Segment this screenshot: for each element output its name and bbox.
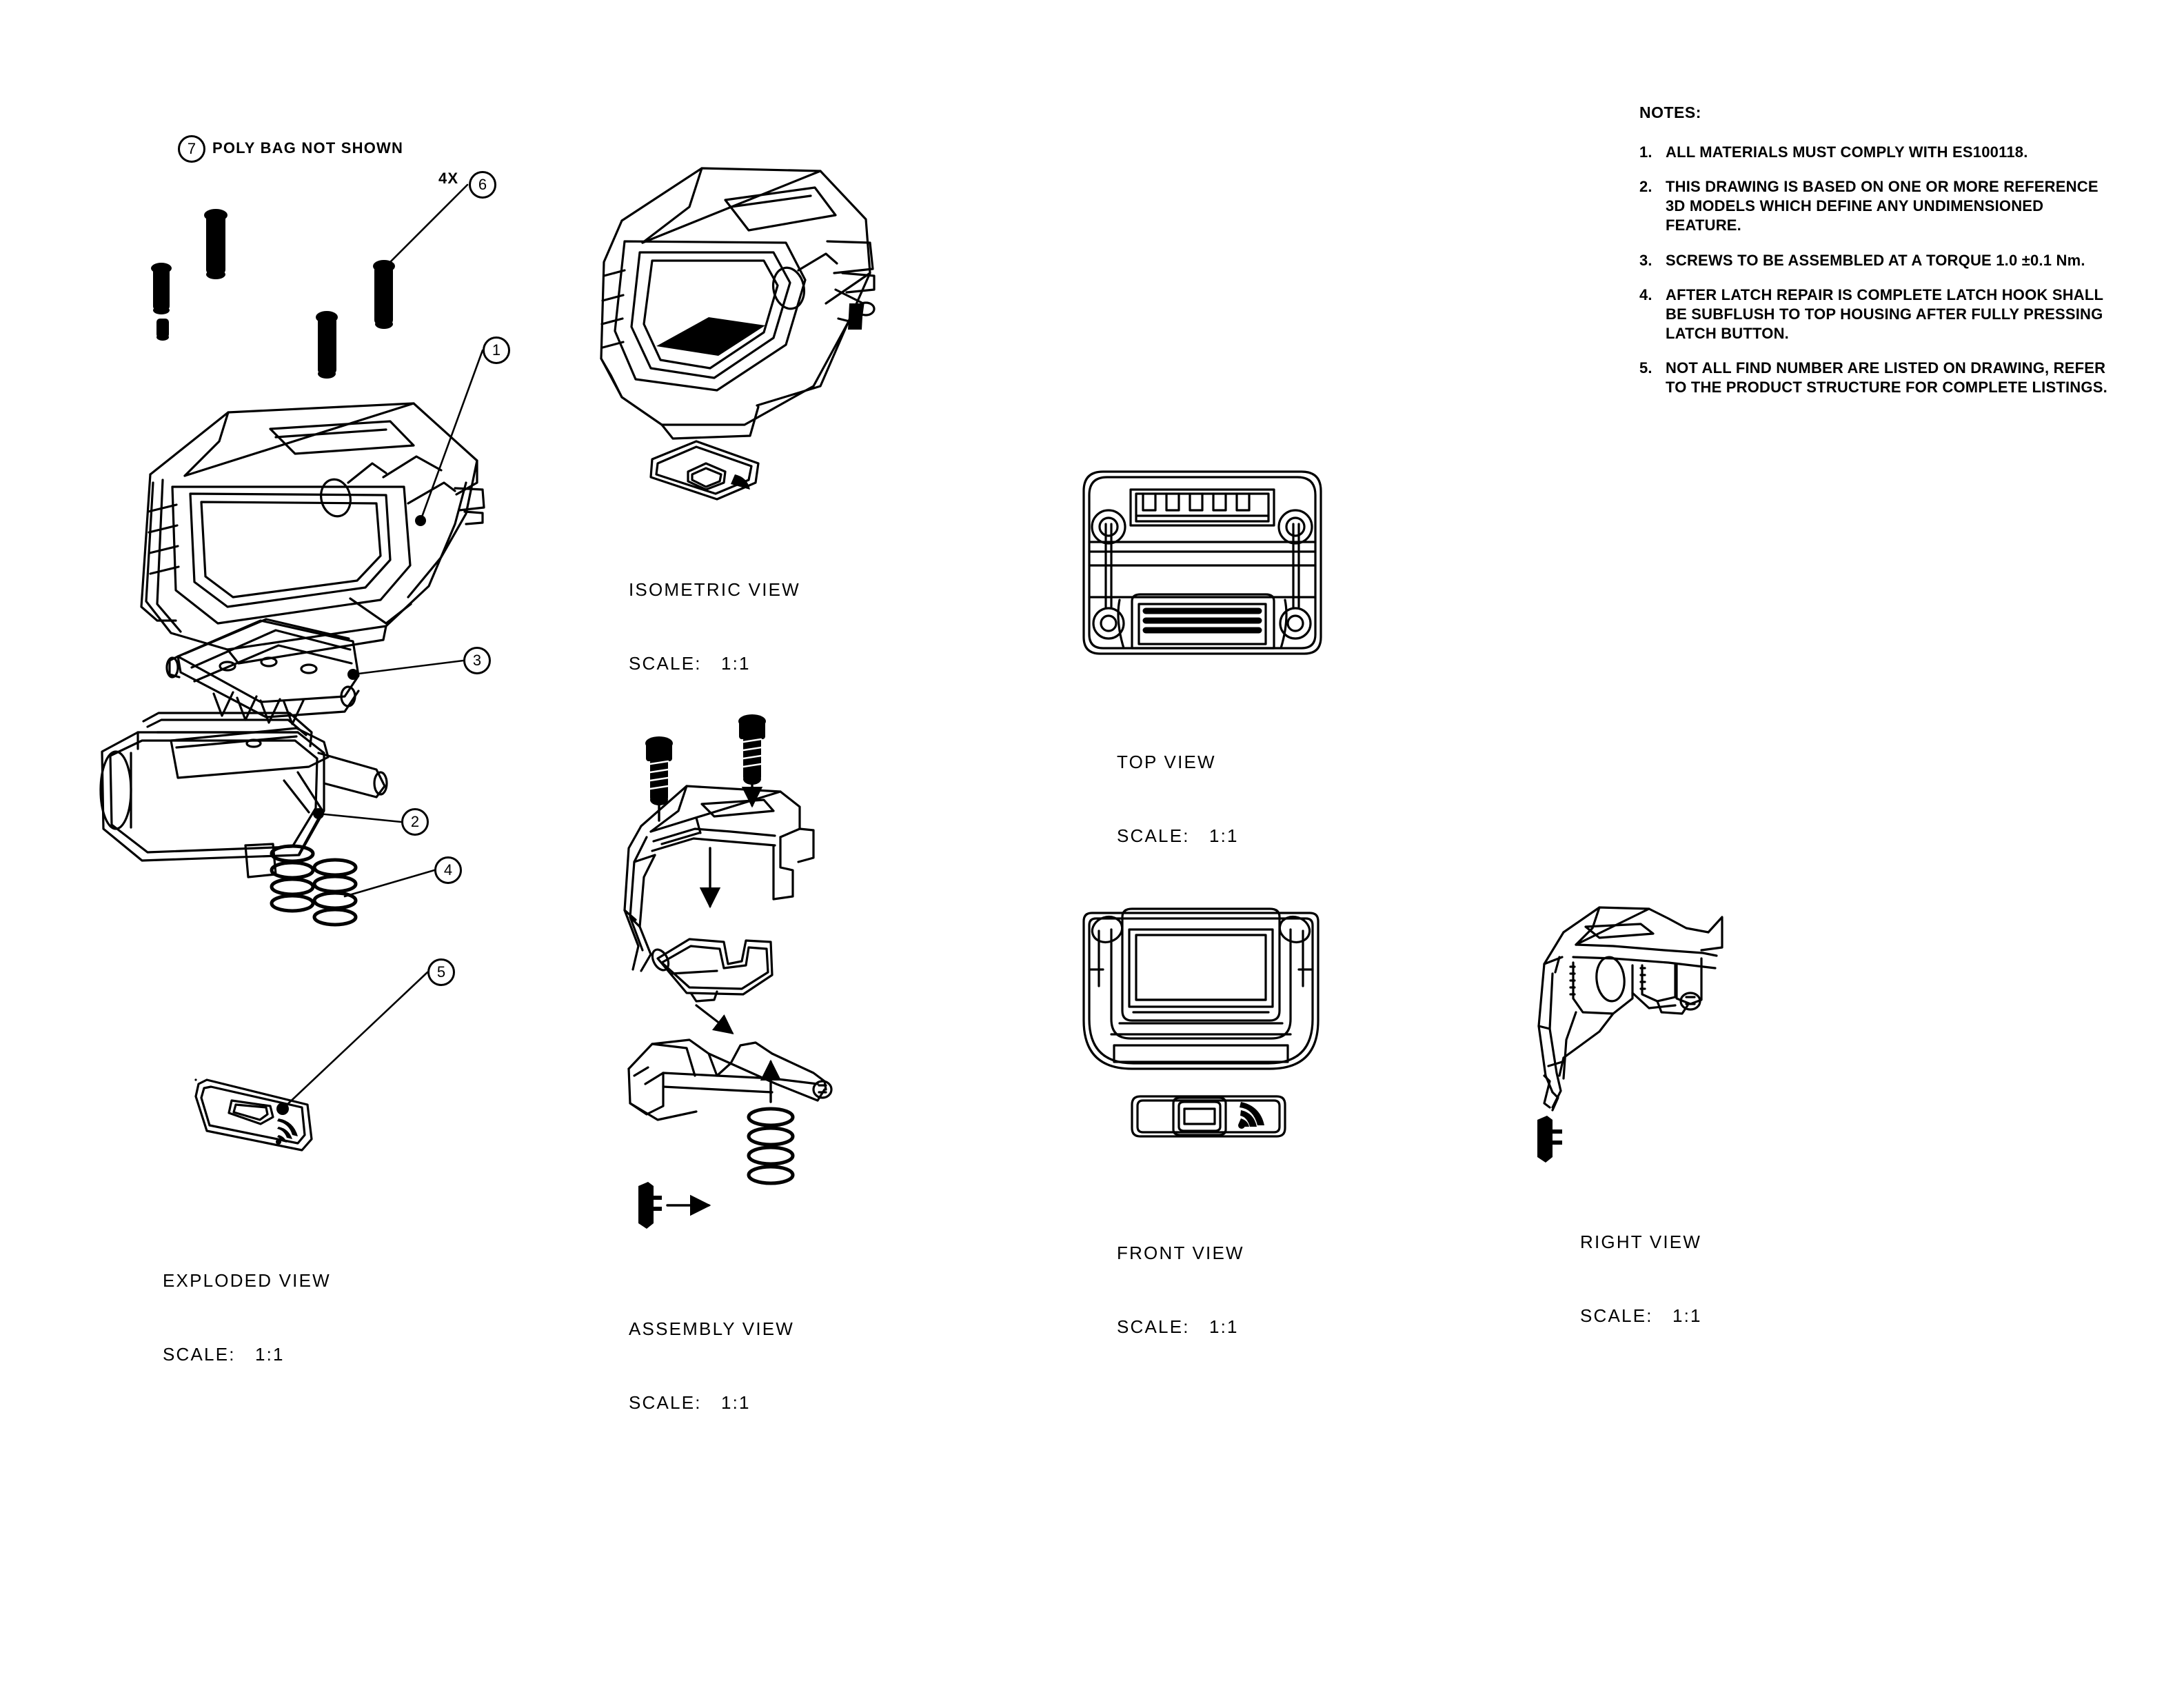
note-text: SCREWS TO BE ASSEMBLED AT A TORQUE 1.0 ±… xyxy=(1666,251,2122,270)
part-latch-hook-exploded xyxy=(165,618,360,725)
poly-bag-note-text: POLY BAG NOT SHOWN xyxy=(212,139,404,157)
note-item-1: 1. ALL MATERIALS MUST COMPLY WITH ES1001… xyxy=(1639,143,2122,162)
screw-qty-label: 4X xyxy=(438,170,459,187)
view-label-top: TOP VIEW SCALE: 1:1 xyxy=(1117,701,1239,898)
view-scale: SCALE: 1:1 xyxy=(1580,1305,1702,1327)
note-item-2: 2. THIS DRAWING IS BASED ON ONE OR MORE … xyxy=(1639,177,2122,235)
top-view-geometry xyxy=(1082,470,1322,655)
note-number: 5. xyxy=(1639,359,1652,377)
note-text: ALL MATERIALS MUST COMPLY WITH ES100118. xyxy=(1666,143,2122,162)
view-scale: SCALE: 1:1 xyxy=(629,653,751,674)
note-text: NOT ALL FIND NUMBER ARE LISTED ON DRAWIN… xyxy=(1666,359,2122,397)
note-item-3: 3. SCREWS TO BE ASSEMBLED AT A TORQUE 1.… xyxy=(1639,251,2122,270)
note-line: TO THE PRODUCT STRUCTURE FOR COMPLETE LI… xyxy=(1666,379,2107,396)
view-title: EXPLODED VIEW xyxy=(163,1269,331,1291)
view-label-assembly: ASSEMBLY VIEW SCALE: 1:1 xyxy=(629,1267,794,1465)
balloon-7-poly-bag[interactable]: 7 xyxy=(178,135,205,163)
view-label-right: RIGHT VIEW SCALE: 1:1 xyxy=(1580,1180,1702,1378)
notes-block: NOTES: 1. ALL MATERIALS MUST COMPLY WITH… xyxy=(1639,103,2122,413)
view-label-isometric: ISOMETRIC VIEW SCALE: 1:1 xyxy=(629,528,800,726)
note-line: AFTER LATCH REPAIR IS COMPLETE LATCH HOO… xyxy=(1666,285,2104,303)
part-latch-button-exploded xyxy=(99,712,388,878)
view-title: RIGHT VIEW xyxy=(1580,1231,1702,1252)
balloon-5-nfc-badge[interactable]: 5 xyxy=(427,958,455,986)
view-scale: SCALE: 1:1 xyxy=(629,1392,751,1414)
balloon-4-spring[interactable]: 4 xyxy=(434,856,462,884)
part-nfc-badge-exploded xyxy=(194,1078,313,1152)
note-number: 1. xyxy=(1639,143,1652,161)
view-scale: SCALE: 1:1 xyxy=(1117,825,1239,847)
balloon-2-latch-button[interactable]: 2 xyxy=(401,808,429,836)
isometric-view-geometry xyxy=(600,167,876,501)
balloon-6-screw[interactable]: 6 xyxy=(469,171,496,199)
note-line: NOT ALL FIND NUMBER ARE LISTED ON DRAWIN… xyxy=(1666,359,2106,377)
view-scale: SCALE: 1:1 xyxy=(1117,1316,1239,1338)
note-line: SCREWS TO BE ASSEMBLED AT A TORQUE 1.0 ±… xyxy=(1666,251,2085,269)
balloon-1-top-housing[interactable]: 1 xyxy=(483,336,510,364)
note-text: THIS DRAWING IS BASED ON ONE OR MORE REF… xyxy=(1666,177,2122,235)
exploded-view-geometry xyxy=(99,183,485,1152)
note-line: BE SUBFLUSH TO TOP HOUSING AFTER FULLY P… xyxy=(1666,305,2103,323)
note-line: 3D MODELS WHICH DEFINE ANY UNDIMENSIONED… xyxy=(1666,197,2044,234)
part-springs-exploded xyxy=(270,844,358,927)
view-label-exploded: EXPLODED VIEW SCALE: 1:1 xyxy=(163,1219,331,1417)
note-item-5: 5. NOT ALL FIND NUMBER ARE LISTED ON DRA… xyxy=(1639,359,2122,397)
view-scale: SCALE: 1:1 xyxy=(163,1344,285,1365)
assembly-view-geometry xyxy=(623,714,833,1229)
view-title: ISOMETRIC VIEW xyxy=(629,579,800,600)
note-number: 2. xyxy=(1639,178,1652,196)
note-text: AFTER LATCH REPAIR IS COMPLETE LATCH HOO… xyxy=(1666,285,2122,343)
view-title: TOP VIEW xyxy=(1117,751,1216,772)
right-view-geometry xyxy=(1537,906,1723,1163)
note-line: LATCH BUTTON. xyxy=(1666,325,1789,343)
screw-group xyxy=(151,209,395,379)
note-number: 3. xyxy=(1639,251,1652,269)
note-number: 4. xyxy=(1639,285,1652,303)
notes-title: NOTES: xyxy=(1639,103,1701,121)
part-top-housing-exploded xyxy=(140,402,485,665)
note-line: ALL MATERIALS MUST COMPLY WITH ES100118. xyxy=(1666,143,2028,161)
view-label-front: FRONT VIEW SCALE: 1:1 xyxy=(1117,1192,1244,1389)
view-title: ASSEMBLY VIEW xyxy=(629,1318,795,1339)
view-title: FRONT VIEW xyxy=(1117,1242,1244,1263)
note-item-4: 4. AFTER LATCH REPAIR IS COMPLETE LATCH … xyxy=(1639,285,2122,343)
note-line: THIS DRAWING IS BASED ON ONE OR MORE REF… xyxy=(1666,178,2099,196)
front-view-geometry xyxy=(1082,907,1320,1138)
balloon-3-latch-hook[interactable]: 3 xyxy=(463,647,491,674)
